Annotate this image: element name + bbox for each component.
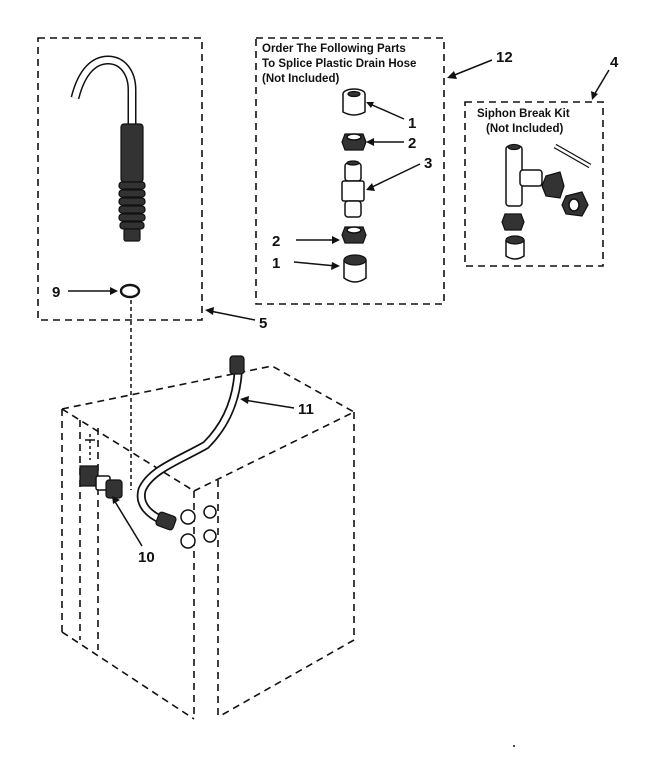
callout-siphon-kit: 4 (610, 54, 619, 71)
fill-hose-group: 11 (136, 355, 314, 531)
splice-sleeve-top (342, 88, 366, 116)
drain-hose-dashed-box (37, 37, 203, 321)
splice-connector (341, 160, 365, 218)
callout-part-3: 3 (424, 155, 432, 172)
splice-nut-top (341, 133, 367, 151)
splice-sleeve-bottom (343, 254, 367, 283)
drain-hose-group: 9 5 (37, 37, 267, 490)
splice-box-title-line2: To Splice Plastic Drain Hose (262, 58, 416, 70)
splice-nut-bottom (341, 226, 367, 244)
callout-part-2-bottom: 2 (272, 233, 280, 250)
siphon-box-title-line1: Siphon Break Kit (477, 108, 570, 120)
callout-clamp: 9 (52, 284, 60, 301)
hose-clamp (119, 283, 141, 299)
callout-connector: 10 (138, 549, 155, 566)
siphon-nut-bottom (501, 213, 525, 231)
siphon-kit-dashed-box (464, 101, 604, 267)
splice-box-title-line1: Order The Following Parts (262, 43, 406, 55)
siphon-sleeve-bottom (505, 235, 525, 260)
fill-hose-bottom-fitting (155, 511, 177, 531)
siphon-kit-group: Siphon Break Kit (Not Included) 4 (464, 54, 619, 267)
washer-cabinet (61, 365, 356, 720)
callout-hose-assembly: 5 (259, 315, 267, 332)
callout-part-2-top: 2 (408, 135, 416, 152)
fill-hose (136, 373, 243, 525)
callout-fill-hose: 11 (298, 401, 314, 418)
drain-connector: 10 (79, 434, 155, 566)
drain-hose-corrugation (118, 181, 146, 230)
splice-parts-dashed-box (255, 37, 445, 305)
siphon-cap-right (561, 191, 589, 217)
drain-hose-body (120, 123, 144, 183)
water-inlet-fittings (180, 505, 217, 549)
callout-splice-kit: 12 (496, 49, 513, 66)
scan-dot (513, 745, 515, 747)
callout-part-1-bottom: 1 (272, 255, 280, 272)
callout-part-1-top: 1 (408, 115, 416, 132)
siphon-nut-right (541, 171, 565, 199)
splice-parts-group: Order The Following Parts To Splice Plas… (255, 37, 513, 305)
siphon-tee (505, 143, 543, 207)
siphon-box-title-line2: (Not Included) (486, 123, 563, 135)
fill-hose-top-fitting (229, 355, 245, 375)
splice-box-title-line3: (Not Included) (262, 73, 339, 85)
